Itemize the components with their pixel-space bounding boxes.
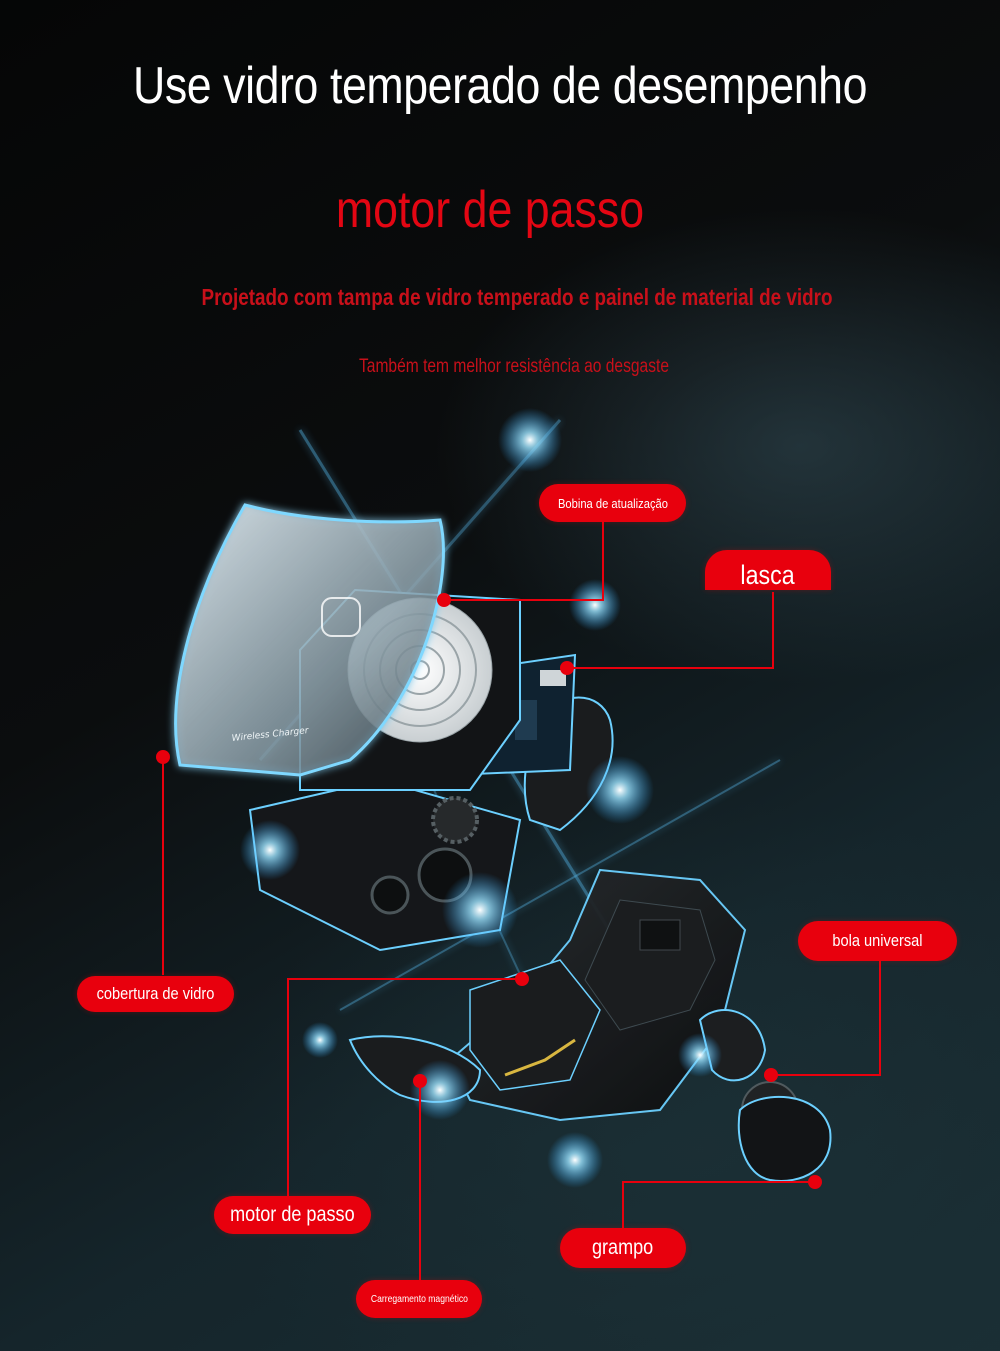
description-line-2: Também tem melhor resistência ao desgast…	[358, 356, 670, 377]
leader-line-coil	[444, 520, 604, 601]
anchor-dots	[156, 593, 822, 1189]
label-chip: lasca	[705, 550, 831, 590]
leader-line-stepper-motor	[287, 978, 522, 1196]
anchor-dot-magnetic	[413, 1074, 427, 1088]
anchor-dot-stepper-motor	[515, 972, 529, 986]
label-clamp: grampo	[560, 1228, 686, 1268]
lens-flares	[240, 408, 722, 1188]
label-stepper-motor: motor de passo	[214, 1196, 371, 1234]
leader-line-clamp	[622, 1181, 815, 1228]
anchor-dot-universal-ball	[764, 1068, 778, 1082]
label-magnetic-charging: Carregamento magnético	[356, 1280, 482, 1318]
description-line-1: Projetado com tampa de vidro temperado e…	[201, 284, 833, 310]
glass-cover: Wireless Charger	[174, 503, 445, 777]
anchor-dot-coil	[437, 593, 451, 607]
label-glass-cover: cobertura de vidro	[77, 976, 234, 1012]
label-coil: Bobina de atualização	[539, 484, 686, 522]
label-universal-ball: bola universal	[798, 921, 957, 961]
leader-line-chip	[567, 592, 774, 669]
leader-lines	[162, 520, 881, 1280]
anchor-dot-glass-cover	[156, 750, 170, 764]
anchor-dot-chip	[560, 661, 574, 675]
anchor-dot-clamp	[808, 1175, 822, 1189]
page-subtitle: motor de passo	[335, 181, 645, 239]
leader-line-universal-ball	[771, 960, 881, 1076]
ball-joint	[698, 1009, 832, 1182]
page-title: Use vidro temperado de desempenho	[132, 57, 868, 115]
